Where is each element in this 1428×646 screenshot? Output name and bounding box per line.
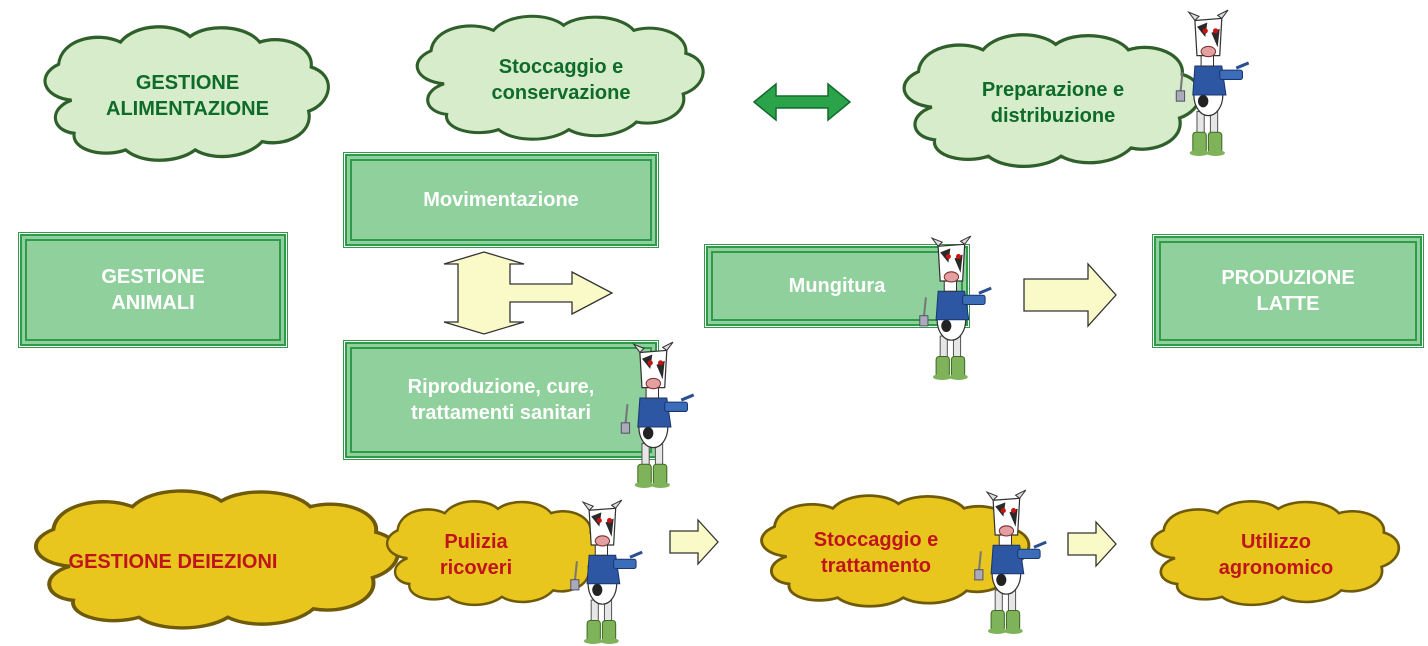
cloud-label: Utilizzo agronomico <box>1218 531 1334 579</box>
arrow-right-icon <box>1067 520 1117 568</box>
cloud-label: Stoccaggio e trattamento <box>813 529 939 577</box>
cloud-label: GESTIONE ALIMENTAZIONE <box>106 72 269 120</box>
box-gestione-animali: GESTIONE ANIMALI <box>18 232 288 348</box>
double-arrow-icon <box>752 82 852 122</box>
cloud-label: GESTIONE DEIEZIONI <box>68 551 278 573</box>
split-arrow-icon <box>443 251 614 335</box>
box-riproduzione: Riproduzione, cure, trattamenti sanitari <box>343 340 659 460</box>
cow-mascot-icon <box>569 498 644 646</box>
cow-mascot-icon <box>619 340 696 490</box>
cloud-stoccaggio-trattamento: Stoccaggio e trattamento <box>738 490 1054 616</box>
cloud-label: Preparazione e distribuzione <box>981 79 1125 127</box>
cloud-gestione-alimentazione: GESTIONE ALIMENTAZIONE <box>20 20 355 172</box>
box-produzione-latte: PRODUZIONE LATTE <box>1152 234 1424 348</box>
arrow-right-icon <box>669 518 719 566</box>
cow-mascot-icon <box>1174 8 1251 158</box>
cloud-preparazione-distribuzione: Preparazione e distribuzione <box>878 28 1228 178</box>
cloud-label: Stoccaggio e conservazione <box>491 56 631 104</box>
cloud-gestione-deiezioni: GESTIONE DEIEZIONI <box>4 484 432 640</box>
cow-mascot-icon <box>973 488 1048 636</box>
cloud-label: Pulizia ricoveri <box>439 531 513 579</box>
cow-mascot-icon <box>918 234 993 382</box>
box-movimentazione: Movimentazione <box>343 152 659 248</box>
arrow-right-icon <box>1023 262 1117 328</box>
cloud-pulizia-ricoveri: Pulizia ricoveri <box>368 496 624 614</box>
cloud-utilizzo-agronomico: Utilizzo agronomico <box>1130 496 1422 614</box>
cloud-stoccaggio-conservazione: Stoccaggio e conservazione <box>392 10 730 150</box>
